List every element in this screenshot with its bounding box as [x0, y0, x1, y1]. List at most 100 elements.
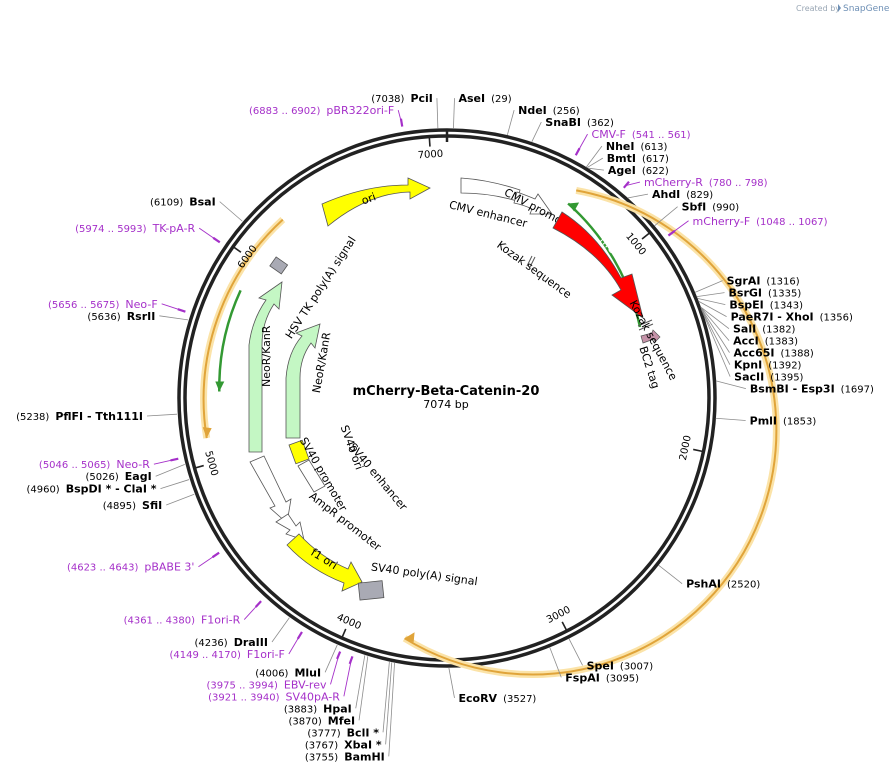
enzyme-label-acc65i[interactable]: Acc65I(1388) — [734, 347, 814, 360]
enzyme-label-bsmbi-esp3i[interactable]: BsmBI - Esp3I(1697) — [750, 383, 874, 396]
tick-label: 6000 — [236, 244, 260, 271]
enzyme-label-snabi[interactable]: SnaBI(362) — [545, 116, 614, 129]
enzyme-name: BsrGI — [729, 287, 762, 300]
tick-label: 2000 — [678, 434, 694, 461]
enzyme-position: (3777) — [307, 728, 340, 739]
enzyme-label-pmli[interactable]: PmlI(1853) — [750, 414, 817, 427]
enzyme-position: (1356) — [820, 313, 853, 324]
enzyme-label-kpni[interactable]: KpnI(1392) — [734, 359, 802, 372]
enzyme-position: (613) — [640, 142, 667, 153]
orf-arc-main-glow — [402, 186, 780, 678]
enzyme-label-sbfi[interactable]: SbfI(990) — [682, 201, 740, 214]
enzyme-position: (1392) — [768, 361, 801, 372]
tick-label: 5000 — [202, 450, 219, 477]
sv40-enhancer-label: SV40 enhancer — [346, 441, 410, 514]
enzyme-label-bspdi-clai[interactable]: BspDI * - ClaI *(4960) — [26, 483, 156, 496]
enzyme-name: MfeI — [328, 714, 355, 727]
primer-label-tk-pa-r[interactable]: TK-pA-R(5974 .. 5993) — [75, 222, 195, 235]
enzyme-label-bmti[interactable]: BmtI(617) — [607, 152, 669, 165]
ori-label: ori — [360, 190, 378, 207]
enzyme-leader-eagi — [155, 463, 185, 477]
enzyme-label-asei[interactable]: AseI(29) — [459, 92, 512, 105]
ori-arrow — [321, 177, 431, 227]
primer-label-sv40pa-r[interactable]: SV40pA-R(3921 .. 3940) — [208, 690, 340, 703]
enzyme-label-bamhi[interactable]: BamHI(3755) — [305, 750, 385, 763]
enzyme-leader-bsai — [219, 201, 243, 222]
enzyme-label-bsrgi[interactable]: BsrGI (1335) — [729, 287, 802, 300]
primer-label-neo-f[interactable]: Neo-F(5656 .. 5675) — [48, 298, 158, 311]
enzyme-label-sali[interactable]: SalI (1382) — [733, 323, 796, 336]
enzyme-label-bcli[interactable]: BclI * (3777) — [307, 726, 379, 739]
enzyme-name: BspDI * - ClaI * — [66, 483, 157, 496]
enzyme-label-fspai[interactable]: FspAI(3095) — [565, 671, 639, 684]
enzyme-name: DraIII — [234, 636, 268, 649]
primer-range: (780 .. 798) — [709, 178, 768, 189]
primer-range: (5046 .. 5065) — [39, 460, 111, 471]
enzyme-label-bspei[interactable]: BspEI(1343) — [729, 299, 803, 312]
tick-label: 4000 — [335, 612, 363, 632]
enzyme-position: (829) — [686, 190, 713, 201]
primer-site-tk-pa-r — [212, 236, 221, 244]
primer-label-neo-r[interactable]: Neo-R(5046 .. 5065) — [39, 458, 150, 471]
primer-label-mcherry-f[interactable]: mCherry-F(1048 .. 1067) — [693, 215, 828, 228]
enzyme-label-bsai[interactable]: BsaI(6109) — [150, 196, 216, 209]
enzyme-label-nhei[interactable]: NheI(613) — [606, 140, 668, 153]
enzyme-label-xbai[interactable]: XbaI *(3767) — [305, 738, 382, 751]
enzyme-label-ndei[interactable]: NdeI(256) — [518, 104, 580, 117]
primer-label-cmv-f[interactable]: CMV-F(541 .. 561) — [592, 128, 691, 141]
primer-name: mCherry-F — [693, 215, 751, 228]
sv40-polya-box — [357, 580, 385, 601]
primer-label-mcherry-r[interactable]: mCherry-R(780 .. 798) — [644, 176, 768, 189]
enzyme-name: HpaI — [323, 702, 352, 715]
enzyme-position: (1382) — [762, 325, 795, 336]
enzyme-name: AhdI — [652, 188, 680, 201]
enzyme-label-ahdi[interactable]: AhdI (829) — [652, 188, 713, 201]
primer-name: CMV-F — [592, 128, 626, 141]
orf-arcs — [200, 186, 780, 678]
enzyme-leader-bcli — [382, 661, 390, 733]
orf-arc-left-arrowhead — [202, 427, 212, 439]
enzyme-position: (1335) — [768, 289, 801, 300]
enzyme-label-spei[interactable]: SpeI(3007) — [587, 659, 654, 672]
enzyme-leader-sbfi — [654, 206, 678, 227]
enzyme-position: (4895) — [103, 501, 136, 512]
primer-name: pBABE 3' — [144, 561, 194, 574]
enzyme-label-pcii[interactable]: PciI(7038) — [371, 92, 433, 105]
primer-label-f1ori-f[interactable]: F1ori-F(4149 .. 4170) — [169, 648, 284, 661]
enzyme-position: (5238) — [16, 412, 49, 423]
enzyme-label-sfii[interactable]: SfiI(4895) — [103, 499, 162, 512]
enzyme-label-mfei[interactable]: MfeI(3870) — [288, 714, 355, 727]
enzyme-leader-sali — [700, 306, 730, 329]
primer-label-f1ori-r[interactable]: F1ori-R(4361 .. 4380) — [124, 614, 241, 627]
kozak-1-mark-2 — [529, 256, 536, 268]
primer-label-pbr322ori-f[interactable]: pBR322ori-F(6883 .. 6902) — [249, 104, 394, 117]
enzyme-leader-bsrgi — [696, 292, 725, 297]
primer-label-ebv-rev[interactable]: EBV-rev(3975 .. 3994) — [206, 678, 326, 691]
enzyme-label-agei[interactable]: AgeI(622) — [608, 164, 669, 177]
enzyme-leader-ahdi — [627, 193, 649, 199]
enzyme-name: SalI — [733, 323, 756, 336]
enzyme-label-ecorv[interactable]: EcoRV(3527) — [459, 692, 537, 705]
tick-mark-4000 — [341, 628, 347, 639]
enzyme-name: SpeI — [587, 659, 614, 672]
enzyme-name: PmlI — [750, 414, 777, 427]
enzyme-label-sgrai[interactable]: SgrAI(1316) — [727, 275, 800, 288]
enzyme-label-mlui[interactable]: MluI(4006) — [255, 666, 321, 679]
enzyme-label-pshai[interactable]: PshAI(2520) — [686, 578, 760, 591]
enzyme-label-draiii[interactable]: DraIII(4236) — [194, 636, 268, 649]
enzyme-label-paer7i-xhoi[interactable]: PaeR7I - XhoI(1356) — [731, 311, 853, 324]
enzyme-label-acci[interactable]: AccI(1383) — [733, 335, 798, 348]
primer-range: (5656 .. 5675) — [48, 300, 120, 311]
enzyme-label-pflfi-tth111i[interactable]: PflFI - Tth111I(5238) — [16, 410, 143, 423]
enzyme-label-rsrii[interactable]: RsrII(5636) — [87, 310, 155, 323]
enzyme-name: BclI * — [347, 726, 380, 739]
enzyme-label-hpai[interactable]: HpaI(3883) — [284, 702, 352, 715]
enzyme-position: (3527) — [503, 694, 536, 705]
enzyme-leader-ndei — [506, 109, 515, 136]
primer-label-pbabe-3[interactable]: pBABE 3'(4623 .. 4643) — [67, 561, 195, 574]
enzyme-name: FspAI — [565, 671, 600, 684]
enzyme-label-sacii[interactable]: SacII(1395) — [734, 371, 803, 384]
enzyme-label-eagi[interactable]: EagI(5026) — [86, 470, 152, 483]
primer-site-pbr322ori-f — [399, 118, 404, 127]
neor-1-label: NeoR/KanR — [260, 325, 273, 387]
